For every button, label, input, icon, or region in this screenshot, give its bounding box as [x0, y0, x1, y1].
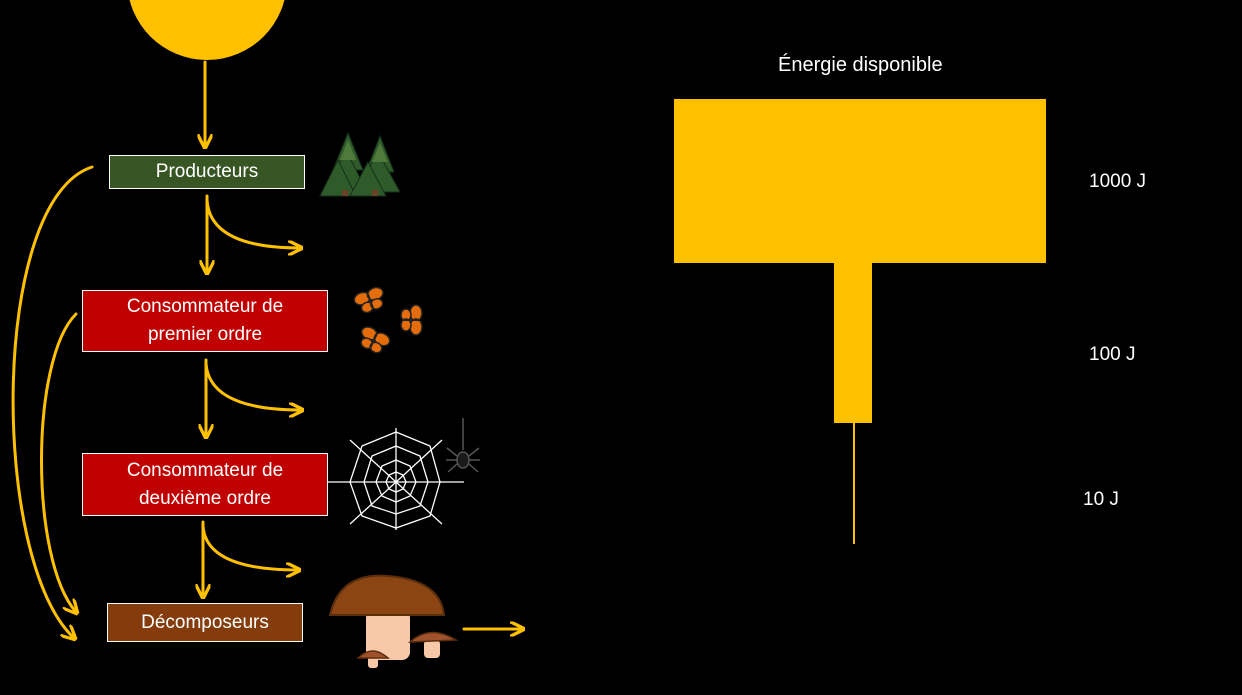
- mushroom-icon: [328, 574, 459, 668]
- spider-web-icon: [328, 428, 464, 530]
- consommateur-premier-ordre-box: Consommateur de premier ordre: [82, 290, 328, 352]
- arrow-loss-conso1: [204, 362, 301, 410]
- butterflies-icon: [353, 286, 423, 354]
- energy-title: Énergie disponible: [778, 54, 943, 76]
- arrow-loss-producteurs: [205, 198, 300, 248]
- consommateur-deuxieme-ordre-box: Consommateur de deuxième ordre: [82, 453, 328, 516]
- decomposeurs-box: Décomposeurs: [107, 603, 303, 642]
- energy-label-10: 10 J: [1083, 489, 1119, 510]
- arrow-loss-conso2: [201, 524, 298, 570]
- energy-bar-100: [834, 262, 872, 423]
- producteurs-box: Producteurs: [109, 155, 305, 189]
- energy-bar-1000: [674, 99, 1046, 263]
- energy-label-1000: 1000 J: [1089, 171, 1147, 192]
- trees-icon: [319, 131, 401, 197]
- energy-label-100: 100 J: [1089, 344, 1136, 365]
- energy-bar-10: [853, 423, 855, 544]
- spider-icon: [446, 418, 480, 473]
- arrow-conso1-to-decomp: [40, 312, 77, 612]
- arrow-producteurs-to-decomp: [11, 165, 94, 638]
- sun-icon: [129, 0, 285, 60]
- flow-arrows: [11, 60, 522, 638]
